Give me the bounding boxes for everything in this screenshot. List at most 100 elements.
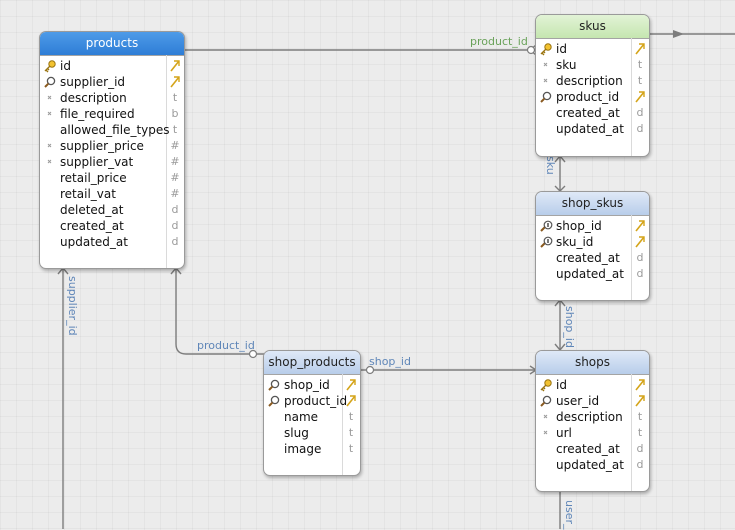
column-name: updated_at xyxy=(60,235,128,249)
foreign-key-icon xyxy=(346,393,356,409)
column-type: t xyxy=(172,91,178,104)
column-row-sku-id[interactable]: sku_id xyxy=(536,234,649,250)
column-name: file_required xyxy=(60,107,135,121)
column-type: d xyxy=(636,122,644,135)
column-row-created-at[interactable]: created_at d xyxy=(536,250,649,266)
column-name: supplier_price xyxy=(60,139,144,153)
column-row-supplier-vat[interactable]: supplier_vat# xyxy=(40,154,184,170)
column-row-updated-at[interactable]: updated_at d xyxy=(40,234,184,250)
column-type: # xyxy=(170,171,180,184)
column-row-id[interactable]: id xyxy=(536,377,649,393)
table-header-shops[interactable]: shops xyxy=(536,351,649,375)
table-header-shop-skus[interactable]: shop_skus xyxy=(536,192,649,216)
rel-label-shopproducts-product-id: product_id xyxy=(197,339,255,352)
column-row-product-id[interactable]: product_id xyxy=(536,89,649,105)
blank-icon xyxy=(43,186,57,202)
blank-icon xyxy=(43,234,57,250)
column-name: user_id xyxy=(556,394,600,408)
blank-icon xyxy=(43,170,57,186)
column-row-product-id[interactable]: product_id xyxy=(264,393,360,409)
column-name: created_at xyxy=(556,251,620,265)
column-type: d xyxy=(636,251,644,264)
column-type: d xyxy=(636,267,644,280)
column-row-id[interactable]: id xyxy=(536,41,649,57)
key-icon xyxy=(539,377,553,393)
column-type: d xyxy=(636,106,644,119)
key-icon xyxy=(43,58,57,74)
column-name: created_at xyxy=(556,442,620,456)
unique-icon xyxy=(539,234,553,250)
foreign-key-icon xyxy=(635,393,645,409)
key-icon xyxy=(539,41,553,57)
column-type: # xyxy=(170,139,180,152)
column-type: d xyxy=(171,235,179,248)
table-header-skus[interactable]: skus xyxy=(536,15,649,39)
column-row-id[interactable]: id xyxy=(40,58,184,74)
column-type: d xyxy=(636,442,644,455)
column-row-user-id[interactable]: user_id xyxy=(536,393,649,409)
foreign-key-icon xyxy=(635,234,645,250)
search-icon xyxy=(43,74,57,90)
blank-icon xyxy=(43,202,57,218)
column-row-url[interactable]: url t xyxy=(536,425,649,441)
column-row-retail-price[interactable]: retail_price# xyxy=(40,170,184,186)
search-icon xyxy=(267,377,281,393)
blank-icon xyxy=(539,250,553,266)
foreign-key-icon xyxy=(170,74,180,90)
column-name: supplier_vat xyxy=(60,155,134,169)
column-row-shop-id[interactable]: shop_id xyxy=(536,218,649,234)
table-header-products[interactable]: products xyxy=(40,32,184,56)
column-row-retail-vat[interactable]: retail_vat# xyxy=(40,186,184,202)
x-icon xyxy=(539,57,553,73)
column-type: t xyxy=(348,410,354,423)
column-row-supplier-price[interactable]: supplier_price # xyxy=(40,138,184,154)
x-icon xyxy=(43,106,57,122)
search-icon xyxy=(267,393,281,409)
column-name: url xyxy=(556,426,572,440)
column-name: slug xyxy=(284,426,309,440)
blank-icon xyxy=(267,425,281,441)
column-name: sku xyxy=(556,58,577,72)
column-name: product_id xyxy=(556,90,620,104)
column-row-updated-at[interactable]: updated_at d xyxy=(536,266,649,282)
column-name: updated_at xyxy=(556,267,624,281)
x-icon xyxy=(539,425,553,441)
column-name: deleted_at xyxy=(60,203,124,217)
column-row-shop-id[interactable]: shop_id xyxy=(264,377,360,393)
foreign-key-icon xyxy=(635,377,645,393)
column-row-slug[interactable]: slug t xyxy=(264,425,360,441)
column-row-supplier-id[interactable]: supplier_id xyxy=(40,74,184,90)
column-name: shop_id xyxy=(284,378,330,392)
blank-icon xyxy=(539,457,553,473)
column-name: updated_at xyxy=(556,458,624,472)
column-type: t xyxy=(172,123,178,136)
blank-icon xyxy=(43,122,57,138)
x-icon xyxy=(539,73,553,89)
column-type: # xyxy=(170,187,180,200)
table-header-shop-products[interactable]: shop_products xyxy=(264,351,360,375)
column-type: d xyxy=(171,219,179,232)
blank-icon xyxy=(43,218,57,234)
column-type: t xyxy=(348,426,354,439)
column-row-created-at[interactable]: created_at d xyxy=(536,441,649,457)
x-icon xyxy=(43,154,57,170)
column-type: t xyxy=(637,426,643,439)
